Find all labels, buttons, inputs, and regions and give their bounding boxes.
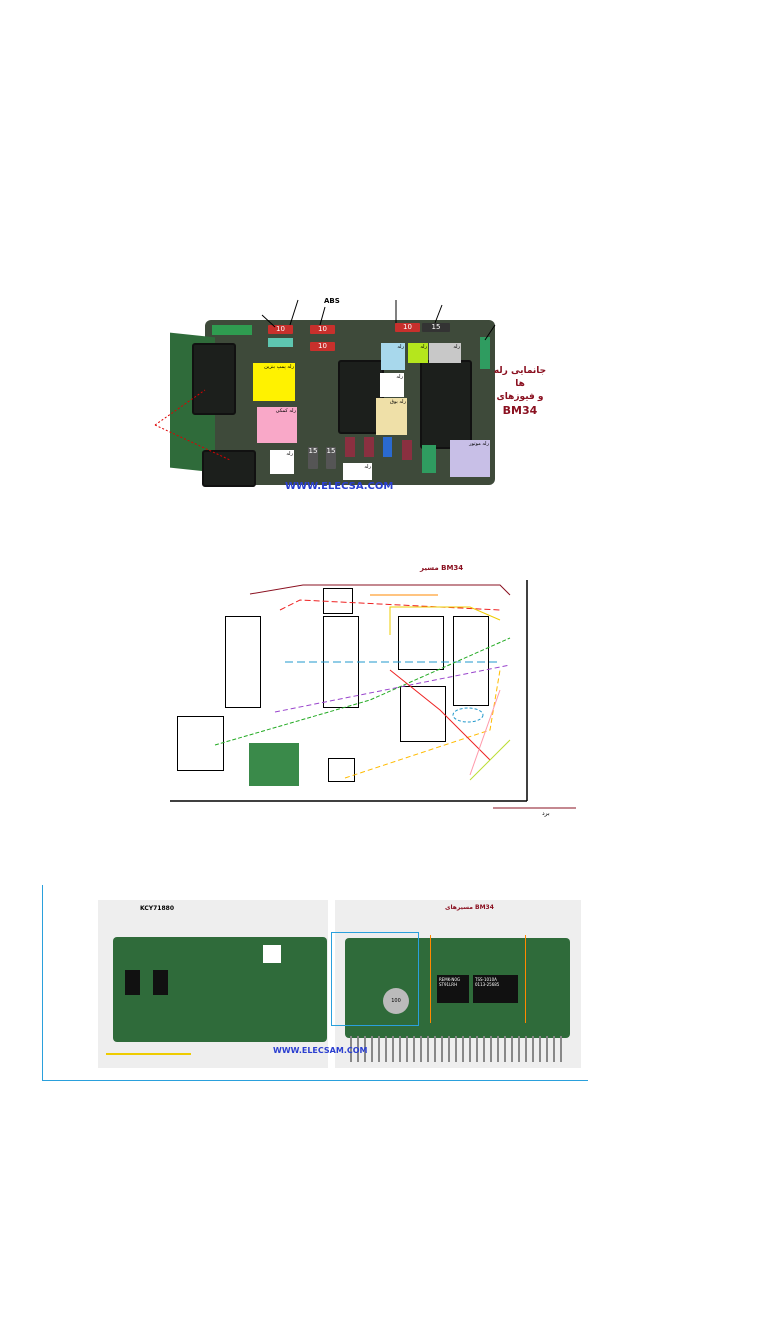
title-line: و فیوزهای <box>496 392 544 402</box>
note-purple: رله موتور <box>450 440 490 477</box>
pin-column <box>502 590 522 780</box>
connector-bottom-left <box>202 450 256 487</box>
fuse <box>345 437 355 457</box>
pcb-figure: KCY71880 BM34 مسیرهای REMK-N0G ST91LRH T… <box>42 885 588 1081</box>
figure1-title: جانمایی رله ها و فیوزهای BM34 <box>490 365 550 417</box>
note-green: رله <box>408 343 428 363</box>
ic-chip: REMK-N0G ST91LRH <box>437 975 469 1003</box>
capacitor-label: 100 <box>391 998 401 1004</box>
abs-label: ABS <box>324 297 340 305</box>
marker-line <box>430 935 431 1023</box>
note-blue: رله <box>381 343 405 370</box>
fuse: 10 <box>268 325 293 334</box>
watermark: WWW.ELECSAM.COM <box>273 1046 368 1055</box>
pcb-photo-front: KCY71880 <box>98 900 328 1068</box>
ic-label: ST91LRH <box>439 982 458 987</box>
green-relay <box>422 445 436 473</box>
wiring-lines <box>170 580 576 809</box>
note-yellow: رله پمپ بنزین <box>253 363 295 401</box>
note-white: رله <box>343 463 372 480</box>
yellow-marker <box>106 1053 191 1055</box>
blade-fuse: 15 <box>326 447 336 469</box>
chip <box>153 970 168 995</box>
fuse <box>364 437 374 457</box>
fuse: 10 <box>395 323 420 332</box>
capacitor: 100 <box>383 988 409 1014</box>
fuse: 15 <box>422 323 450 332</box>
teal-fuse <box>268 338 293 347</box>
ic-chip: TSS-1010A 0113-25685 <box>473 975 518 1003</box>
fuse: 10 <box>310 342 335 351</box>
pcb-board <box>113 937 327 1042</box>
blue-fuse <box>383 437 392 457</box>
note-gray: رله <box>429 343 461 363</box>
title-line: BM34 <box>502 404 538 417</box>
chip-label: KCY71880 <box>140 905 175 912</box>
note-white: رله <box>270 450 294 474</box>
connector-block <box>225 616 261 708</box>
callout-lines <box>154 299 496 461</box>
chip <box>125 970 140 995</box>
connector-left <box>192 343 236 415</box>
qr-label <box>263 945 281 963</box>
relay-block <box>328 758 355 782</box>
marker-line <box>525 935 526 1023</box>
title-line: جانمایی رله <box>493 366 547 376</box>
title-line: ها <box>515 379 525 389</box>
pcb-thumbnail <box>249 743 299 786</box>
ic-label: 0113-25685 <box>475 982 500 987</box>
figure3-title: BM34 مسیرهای <box>445 904 494 911</box>
fuse: 10 <box>310 325 335 334</box>
pcb-photo-back: BM34 مسیرهای REMK-N0G ST91LRH TSS-1010A … <box>331 900 581 1068</box>
green-relay <box>480 337 490 369</box>
fuse <box>402 440 412 460</box>
highlight-box <box>331 932 419 1026</box>
watermark: WWW.ELECSA.COM <box>285 481 394 492</box>
relay-block <box>398 616 444 670</box>
connector-right <box>420 360 472 449</box>
relay-block <box>177 716 224 771</box>
blade-fuse: 15 <box>308 447 318 469</box>
note-tan: رله بوق <box>376 398 407 435</box>
fuse-box-figure: 10 10 10 10 15 ABS 15 15 رله پمپ بنزین ر… <box>150 285 550 513</box>
pin-header <box>350 1036 565 1062</box>
note-pink: رله کمکی <box>257 407 297 443</box>
footer-label: برد <box>542 810 550 817</box>
diagram-title: BM34 مسیر <box>420 564 464 572</box>
ic-label: REMK-N0G <box>439 977 461 982</box>
green-fuse <box>212 325 252 335</box>
wiring-diagram-figure: BM34 مسیر برد <box>170 560 590 820</box>
ic-label: TSS-1010A <box>475 977 497 982</box>
note-white: رله <box>380 373 404 397</box>
relay-block <box>400 686 446 742</box>
